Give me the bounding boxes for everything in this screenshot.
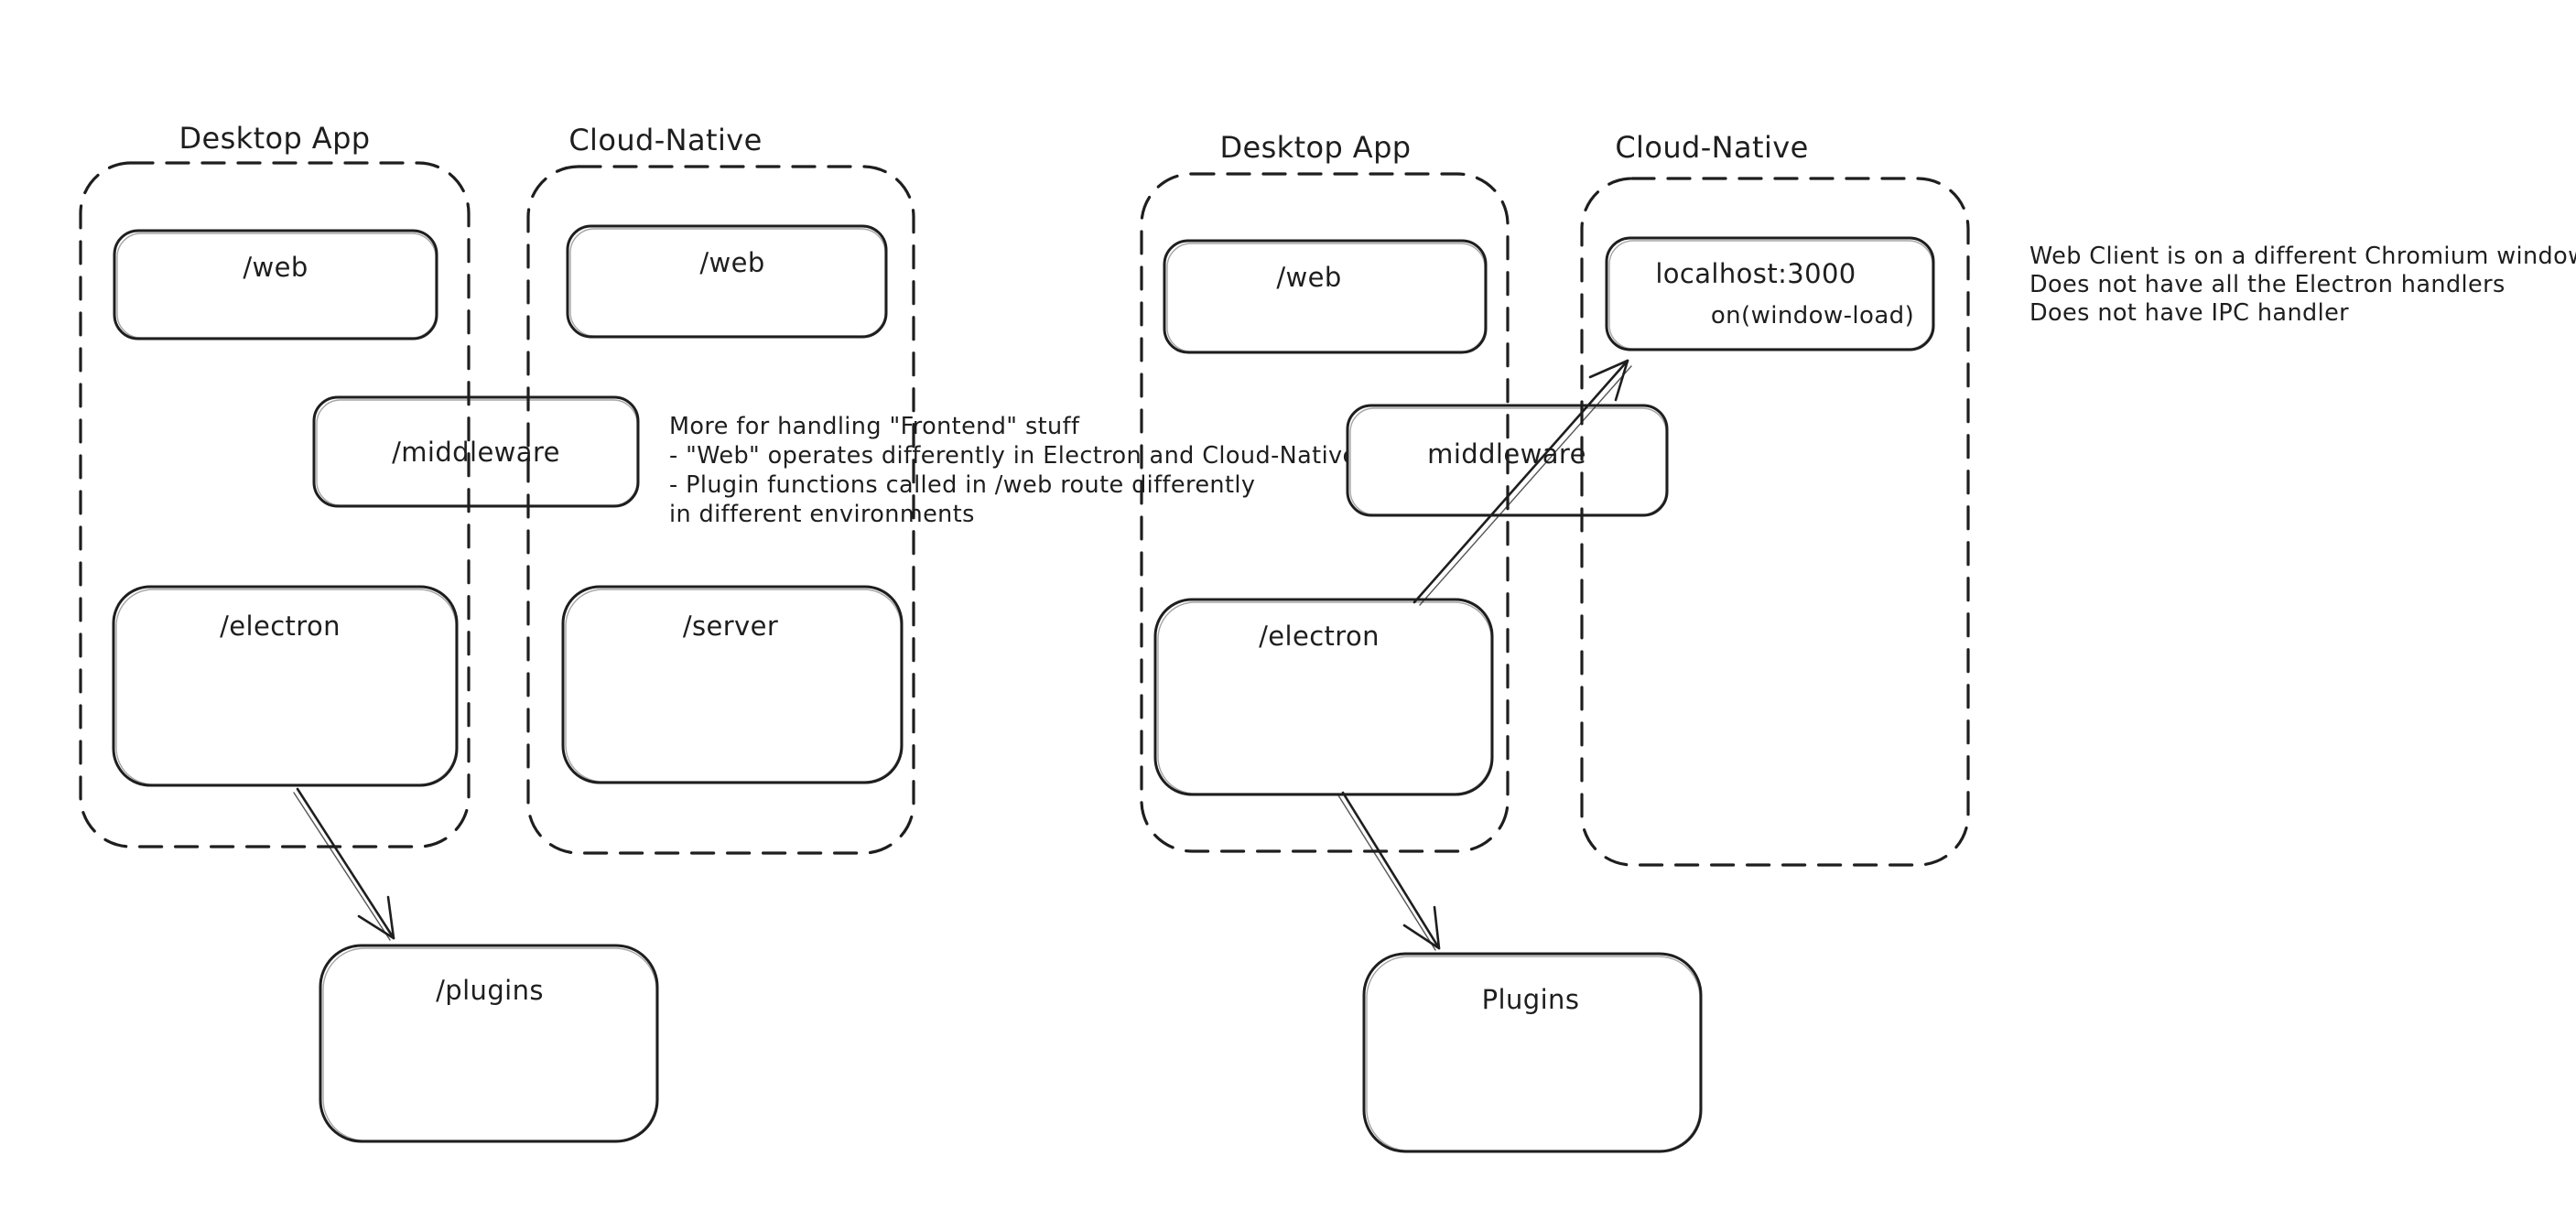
green-note-line-3: - Plugin functions called in /web route … bbox=[669, 471, 1255, 499]
right-plugins-label: Plugins bbox=[1482, 984, 1580, 1015]
left-server-rect bbox=[561, 585, 904, 784]
window-load-label: on(window-load) bbox=[1711, 302, 1914, 330]
right-web-rect bbox=[1163, 239, 1488, 354]
right-down-arrow-shaft-echo bbox=[1337, 794, 1436, 951]
right-plugins-box: Plugins bbox=[1362, 952, 1703, 1153]
left-cloud-label: Cloud-Native bbox=[568, 123, 762, 157]
left-cloud-web-rect-echo bbox=[569, 228, 886, 337]
right-cloud-container bbox=[1580, 177, 1970, 867]
right-electron-label: /electron bbox=[1259, 621, 1380, 652]
left-cloud-web-box: /web bbox=[566, 224, 888, 339]
right-web-box: /web bbox=[1163, 239, 1488, 354]
right-up-arrow-shaft-echo bbox=[1419, 365, 1632, 606]
right-web-rect-echo bbox=[1166, 243, 1486, 352]
left-server-label: /server bbox=[683, 611, 778, 642]
left-desktop-container bbox=[79, 161, 471, 848]
right-down-arrow-head bbox=[1402, 905, 1441, 950]
right-plugins-rect bbox=[1362, 952, 1703, 1153]
right-middleware-rect-echo bbox=[1349, 407, 1667, 515]
left-electron-label: /electron bbox=[220, 611, 341, 642]
right-up-arrow-shaft bbox=[1412, 359, 1629, 604]
left-arrow-shaft bbox=[296, 787, 395, 940]
red-note-line-3: Does not have IPC handler bbox=[2029, 299, 2349, 327]
left-cloud-web-rect bbox=[566, 224, 888, 339]
left-web-rect bbox=[113, 229, 438, 340]
right-electron-to-plugins-arrow bbox=[1337, 791, 1441, 951]
right-electron-rect-echo bbox=[1157, 601, 1492, 794]
middleware-note: More for handling "Frontend" stuff - "We… bbox=[669, 413, 1358, 528]
green-note-line-4: in different environments bbox=[669, 501, 975, 528]
left-server-box: /server bbox=[561, 585, 904, 784]
left-diagram: Desktop App Cloud-Native /web /web /midd… bbox=[79, 121, 1358, 1143]
left-cloud-container bbox=[526, 165, 915, 855]
right-plugins-rect-echo bbox=[1366, 956, 1701, 1151]
red-note-line-1: Web Client is on a different Chromium wi… bbox=[2029, 243, 2576, 270]
right-diagram: Desktop App Cloud-Native /web middleware… bbox=[1140, 130, 2576, 1153]
left-plugins-box: /plugins bbox=[319, 944, 659, 1143]
left-web-label: /web bbox=[243, 252, 308, 283]
right-middleware-label: middleware bbox=[1427, 438, 1586, 470]
localhost-rect-echo bbox=[1608, 240, 1933, 350]
left-web-rect-echo bbox=[116, 232, 437, 339]
localhost-label: localhost:3000 bbox=[1655, 258, 1856, 289]
left-plugins-rect-echo bbox=[322, 947, 657, 1141]
left-desktop-label: Desktop App bbox=[179, 121, 370, 156]
left-plugins-label: /plugins bbox=[436, 975, 544, 1006]
green-note-line-2: - "Web" operates differently in Electron… bbox=[669, 442, 1358, 470]
green-note-line-1: More for handling "Frontend" stuff bbox=[669, 413, 1080, 440]
right-down-arrow-shaft bbox=[1341, 791, 1441, 950]
left-middleware-rect bbox=[312, 395, 640, 508]
left-electron-rect bbox=[112, 585, 459, 787]
right-electron-box: /electron bbox=[1153, 598, 1494, 796]
left-plugins-rect bbox=[319, 944, 659, 1143]
left-middleware-box bbox=[312, 395, 640, 508]
left-cloud-web-label: /web bbox=[699, 247, 764, 278]
right-web-label: /web bbox=[1276, 262, 1341, 293]
left-electron-rect-echo bbox=[115, 589, 457, 785]
left-web-box: /web bbox=[113, 229, 438, 340]
web-client-note: Web Client is on a different Chromium wi… bbox=[2029, 243, 2576, 327]
left-middleware-label: /middleware bbox=[392, 437, 560, 468]
left-electron-box: /electron bbox=[112, 585, 459, 787]
localhost-rect bbox=[1605, 236, 1935, 351]
left-middleware-rect-echo bbox=[316, 399, 638, 506]
right-electron-to-localhost-arrow bbox=[1412, 359, 1632, 606]
left-electron-to-plugins-arrow bbox=[293, 787, 395, 941]
right-electron-rect bbox=[1153, 598, 1494, 796]
left-arrow-head bbox=[357, 895, 395, 940]
red-note-line-2: Does not have all the Electron handlers bbox=[2029, 271, 2506, 298]
right-cloud-label: Cloud-Native bbox=[1615, 130, 1808, 165]
right-up-arrow-head bbox=[1588, 359, 1629, 402]
left-arrow-shaft-echo bbox=[293, 792, 391, 941]
localhost-box: localhost:3000 on(window-load) bbox=[1605, 236, 1935, 351]
right-desktop-label: Desktop App bbox=[1219, 130, 1411, 165]
left-server-rect-echo bbox=[565, 589, 902, 783]
